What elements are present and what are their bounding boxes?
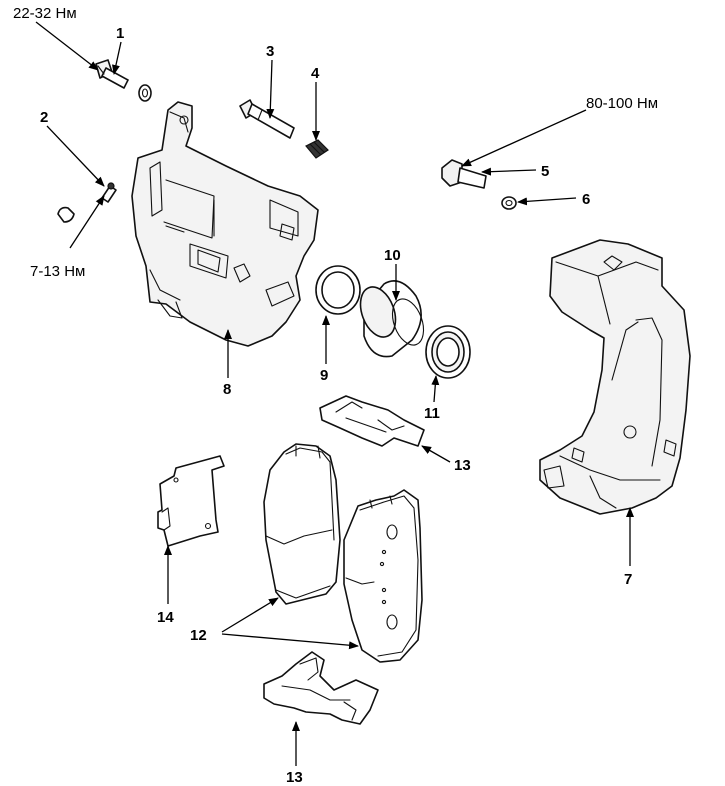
part-2-bleeder-screw — [101, 182, 117, 203]
leader-lines — [35, 21, 634, 766]
part-1-washer — [138, 84, 152, 102]
part-1-guide-bolt — [95, 59, 129, 89]
bleeder-cap — [57, 206, 75, 223]
part-13-lower-clip — [263, 651, 379, 725]
part-5-mounting-bolt — [441, 159, 487, 189]
part-8-caliper-body — [131, 101, 319, 347]
label-1: 1 — [116, 25, 124, 42]
label-5: 5 — [541, 163, 549, 180]
part-14-shim — [157, 455, 225, 547]
label-3: 3 — [266, 43, 274, 60]
label-13-upper: 13 — [454, 457, 471, 474]
label-11: 11 — [424, 405, 440, 422]
label-7: 7 — [624, 571, 632, 588]
part-4-boot — [305, 139, 329, 159]
part-12-brake-pad-inner — [343, 489, 423, 663]
part-7-caliper-bracket — [539, 239, 691, 515]
label-14: 14 — [157, 609, 174, 626]
part-9-piston-seal — [315, 265, 361, 315]
label-12: 12 — [190, 627, 207, 644]
label-8: 8 — [223, 381, 231, 398]
label-9: 9 — [320, 367, 328, 384]
part-12-brake-pad-outer — [263, 443, 341, 605]
part-6-washer — [501, 196, 517, 210]
part-13-upper-clip — [319, 395, 425, 447]
label-13-lower: 13 — [286, 769, 303, 786]
label-6: 6 — [582, 191, 590, 208]
label-2: 2 — [40, 109, 48, 126]
torque-bleeder: 7-13 Нм — [30, 263, 85, 280]
torque-bolt-1: 22-32 Нм — [13, 5, 77, 22]
part-11-dust-boot — [425, 325, 471, 379]
label-10: 10 — [384, 247, 401, 264]
part-10-piston — [359, 280, 425, 358]
torque-bolt-5: 80-100 Нм — [586, 95, 658, 112]
part-3-guide-pin — [239, 99, 295, 139]
label-4: 4 — [311, 65, 320, 82]
